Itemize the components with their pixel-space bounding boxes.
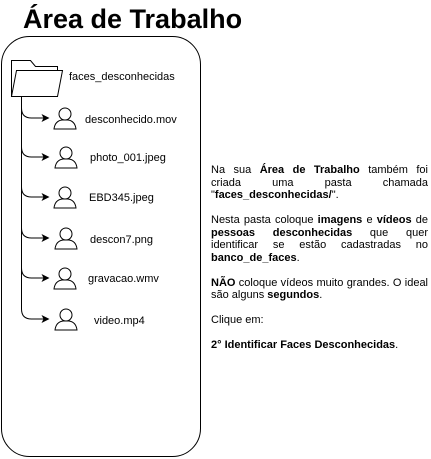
bold-run: banco_de_faces	[211, 251, 297, 264]
text-run: Na sua	[211, 164, 260, 176]
text-run: coloque vídeos muito grandes. O ideal sã…	[211, 276, 428, 302]
action-name: 2° Identificar Faces Desconhecidas	[211, 339, 396, 351]
file-label-ebd345[interactable]: EBD345.jpeg	[89, 192, 154, 204]
connector-arrow	[21, 96, 50, 122]
connector-arrow	[21, 96, 50, 201]
person-icon[interactable]	[54, 146, 78, 169]
connector-arrow	[21, 96, 50, 323]
person-icon[interactable]	[53, 267, 77, 290]
folder-icon[interactable]	[10, 60, 64, 97]
instructions-paragraph-folder: Na sua Área de Trabalho também foi criad…	[211, 164, 428, 202]
instructions-paragraph-action: 2° Identificar Faces Desconhecidas.	[211, 339, 428, 352]
text-run: Nesta pasta coloque	[211, 214, 318, 226]
tree-connectors	[21, 96, 50, 323]
text-run: .	[319, 289, 323, 301]
person-icon[interactable]	[53, 186, 77, 209]
bold-run: segundos	[267, 289, 320, 301]
file-label-desconhecido[interactable]: desconhecido.mov	[85, 114, 177, 126]
file-label-photo[interactable]: photo_001.jpeg	[90, 152, 166, 164]
folder-name-label[interactable]: faces_desconhecidas	[69, 71, 175, 83]
page-title: Área de Trabalho	[23, 4, 243, 34]
text-run: ".	[331, 189, 339, 201]
desktop-container	[1, 36, 201, 457]
text-run: que quer identificar se estão cadastrada…	[211, 226, 429, 252]
file-label-descon7[interactable]: descon7.png	[90, 234, 153, 246]
file-label-video[interactable]: video.mp4	[94, 315, 145, 327]
person-icon[interactable]	[53, 107, 77, 130]
text-run: Clique em:	[211, 314, 264, 326]
bold-run: imagens	[317, 214, 363, 226]
person-icon[interactable]	[54, 227, 78, 250]
person-icon[interactable]	[54, 308, 78, 331]
file-label-gravacao[interactable]: gravacao.wmv	[88, 273, 159, 285]
instructions-text: Na sua Área de Trabalho também foi criad…	[211, 164, 428, 352]
bold-run: faces_desconhecidas/	[214, 189, 332, 201]
instructions-paragraph-content: Nesta pasta coloque imagens e vídeos de …	[211, 214, 428, 264]
bold-run: pessoas desconhecidas	[211, 226, 353, 239]
connector-arrow	[21, 96, 50, 282]
connector-arrow	[21, 96, 50, 161]
bold-run: vídeos	[376, 214, 412, 226]
bold-run: NÃO	[211, 276, 236, 289]
bold-run: Área de Trabalho	[259, 164, 360, 176]
instructions-paragraph-click: Clique em:	[211, 314, 428, 327]
text-run: também foi criada uma pasta chamada "	[211, 164, 428, 201]
text-run: de	[411, 214, 428, 226]
text-run: .	[395, 339, 399, 351]
instructions-paragraph-warning: NÃO coloque vídeos muito grandes. O idea…	[211, 277, 428, 302]
text-run: .	[296, 251, 300, 264]
text-run: e	[362, 214, 377, 226]
